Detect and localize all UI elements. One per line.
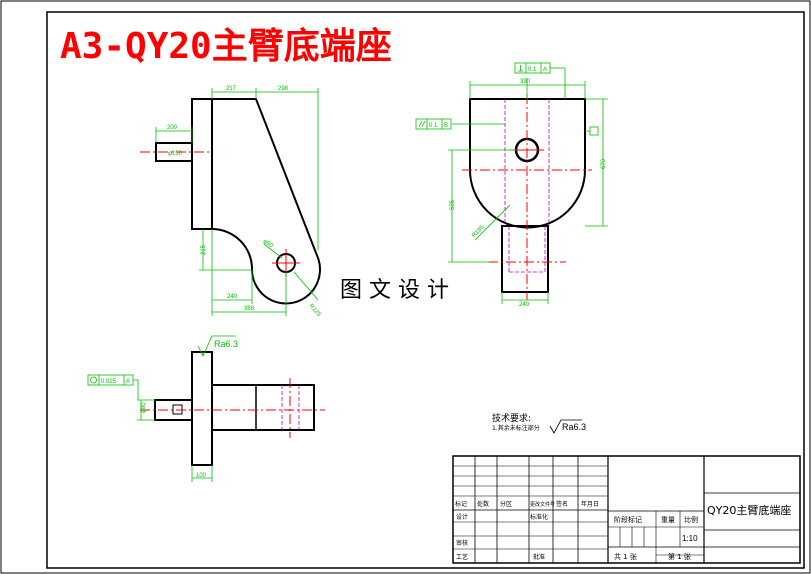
tb-sheet-no: 第 1 张: [668, 552, 691, 561]
dim-front-radius: R125: [308, 303, 322, 318]
runout-tol-ref: A: [126, 379, 130, 385]
parallel-tol-ref: B: [444, 123, 448, 129]
dim-side-height: 670: [601, 158, 607, 169]
dim-side-base-w: 240: [519, 302, 530, 308]
notes-heading: 技术要求:: [492, 412, 531, 424]
dim-front-shaft-len: 200: [167, 125, 178, 131]
front-flange: [191, 98, 213, 230]
tb-scale: 比例: [684, 515, 698, 524]
roughness-top-value: Ra6.3: [214, 339, 238, 349]
watermark-bg: [333, 268, 479, 308]
runout-tol-value: 0.025: [101, 379, 117, 385]
top-arm: [211, 384, 315, 431]
dim-front-height: 215: [201, 244, 207, 255]
dim-front-top-right: 298: [278, 86, 289, 92]
tb-doc: 更改文件号: [530, 501, 555, 508]
tb-sign: 签名: [556, 500, 568, 508]
tb-scale-value: 1:10: [682, 534, 698, 543]
technical-notes: 技术要求: 1.其余未标注部分 Ra6.3: [492, 412, 586, 434]
perp-tol-ref: A: [543, 67, 547, 73]
side-view: 390 670 595 R195 240 0.1 A 0.1 B: [415, 62, 608, 308]
dim-front-top-left: 217: [226, 86, 237, 92]
front-view: 217 298 200 φ150 215 240 388 φ80 R125: [140, 86, 322, 319]
tb-stage-mark: 阶段标记: [614, 515, 642, 524]
tb-process: 工艺: [456, 553, 468, 561]
dim-side-width: 390: [520, 79, 531, 85]
top-flange: [191, 351, 213, 466]
top-view: Ra6.3 0.025 A φ80 100: [87, 335, 325, 482]
roughness-symbol: Ra6.3: [197, 335, 238, 357]
notes-roughness-symbol: [549, 419, 582, 434]
dim-front-hole: φ80: [262, 238, 275, 249]
notes-roughness: Ra6.3: [562, 422, 586, 432]
tb-zone: 分区: [500, 500, 512, 508]
tb-date: 年月日: [581, 500, 599, 508]
title-block: [452, 455, 801, 564]
dim-front-base-w: 240: [227, 294, 238, 300]
inner-frame: [46, 11, 805, 569]
drawing-title: A3-QY20主臂底端座: [60, 26, 392, 67]
datum-marker: [585, 126, 599, 136]
side-stem: [501, 225, 549, 293]
tb-approve: 批准: [533, 553, 545, 561]
dim-top-width: 100: [196, 473, 207, 479]
tb-count: 处数: [477, 500, 489, 508]
tb-mark: 标记: [455, 500, 467, 508]
dim-side-upper: 595: [450, 199, 456, 210]
tb-review: 审核: [456, 539, 468, 547]
dim-top-shaft-dia: φ80: [141, 402, 147, 413]
runout-tolerance-frame: 0.025 A: [87, 374, 139, 400]
dim-front-total-w: 388: [244, 306, 255, 312]
front-arm: [211, 98, 321, 305]
tb-design: 设计: [456, 513, 468, 521]
tb-standardize: 标准化: [530, 513, 548, 521]
side-body: [469, 98, 586, 229]
notes-line1: 1.其余未标注部分: [492, 424, 540, 432]
dim-front-shaft-dia: φ150: [168, 151, 183, 157]
tb-part-name: QY20主臂底端座: [707, 503, 791, 517]
perp-tol-value: 0.1: [528, 67, 537, 73]
parallel-tol-value: 0.1: [429, 123, 438, 129]
tb-sheets-total: 共 1 张: [614, 552, 637, 561]
perp-tolerance-frame: 0.1 A: [514, 62, 551, 74]
tb-weight: 重量: [661, 516, 675, 524]
watermark-text: 图 文 设 计: [340, 278, 449, 303]
parallel-tolerance-frame: 0.1 B: [415, 118, 452, 130]
